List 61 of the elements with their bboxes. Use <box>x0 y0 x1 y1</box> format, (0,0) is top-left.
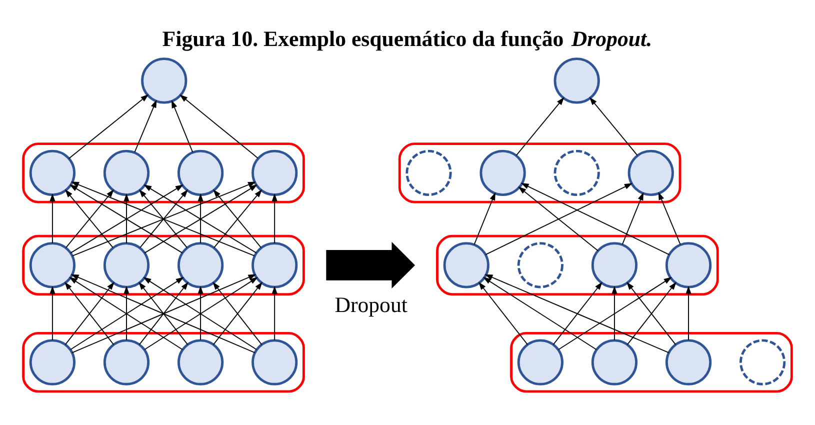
node-circle <box>443 242 490 288</box>
arrow <box>482 276 597 350</box>
arrow <box>138 281 188 345</box>
arrow <box>198 192 204 244</box>
node-circle <box>177 242 224 288</box>
node-circle <box>252 338 298 385</box>
node-circle <box>665 242 712 288</box>
arrow <box>68 94 149 158</box>
node-circle <box>554 57 600 104</box>
node-circle <box>29 242 76 288</box>
arrow <box>516 96 564 156</box>
arrow <box>50 192 56 244</box>
node-circle <box>628 149 674 196</box>
arrow <box>478 281 528 345</box>
node-circle <box>29 149 76 196</box>
node-circle <box>177 149 224 196</box>
node-circle <box>591 338 638 385</box>
arrow <box>212 281 262 345</box>
arrow <box>64 281 114 345</box>
node-circle <box>517 338 564 385</box>
arrow <box>558 276 672 350</box>
arrow <box>658 191 681 244</box>
node-circle <box>103 242 150 288</box>
arrow <box>474 192 496 244</box>
diagram-title: Figura 10. Exemplo esquemático da função Dropout. <box>162 26 652 50</box>
arrow <box>552 281 602 345</box>
node-circle <box>252 149 298 196</box>
cluster <box>22 331 305 392</box>
node-circle <box>103 149 150 196</box>
node-circle <box>665 338 712 385</box>
arrow <box>272 285 278 340</box>
arrow <box>518 186 598 251</box>
arrow <box>124 285 130 340</box>
arrow <box>485 182 632 255</box>
node-dashed-circle <box>554 149 600 196</box>
arrow <box>622 192 644 244</box>
arrow <box>520 182 670 255</box>
node-circle <box>29 338 76 385</box>
node-dashed-circle <box>517 242 564 288</box>
arrow <box>50 285 56 340</box>
node-label: Dropout <box>334 292 408 316</box>
arrow <box>272 192 278 244</box>
arrow <box>124 192 130 244</box>
node-circle <box>103 338 150 385</box>
arrow <box>626 281 676 345</box>
node-circle <box>252 242 298 288</box>
arrow <box>612 285 618 340</box>
arrow <box>180 94 258 158</box>
node-circle <box>591 242 638 288</box>
arrow <box>134 99 157 152</box>
arrow <box>484 274 670 353</box>
arrow <box>686 285 692 340</box>
cluster <box>398 142 682 203</box>
node-circle <box>177 338 224 385</box>
node-arrow <box>326 241 416 288</box>
cluster <box>510 331 793 392</box>
node-dashed-circle <box>406 149 452 196</box>
node-dashed-circle <box>739 338 786 385</box>
arrow <box>171 100 194 152</box>
arrow <box>198 285 204 340</box>
arrow <box>589 96 638 156</box>
